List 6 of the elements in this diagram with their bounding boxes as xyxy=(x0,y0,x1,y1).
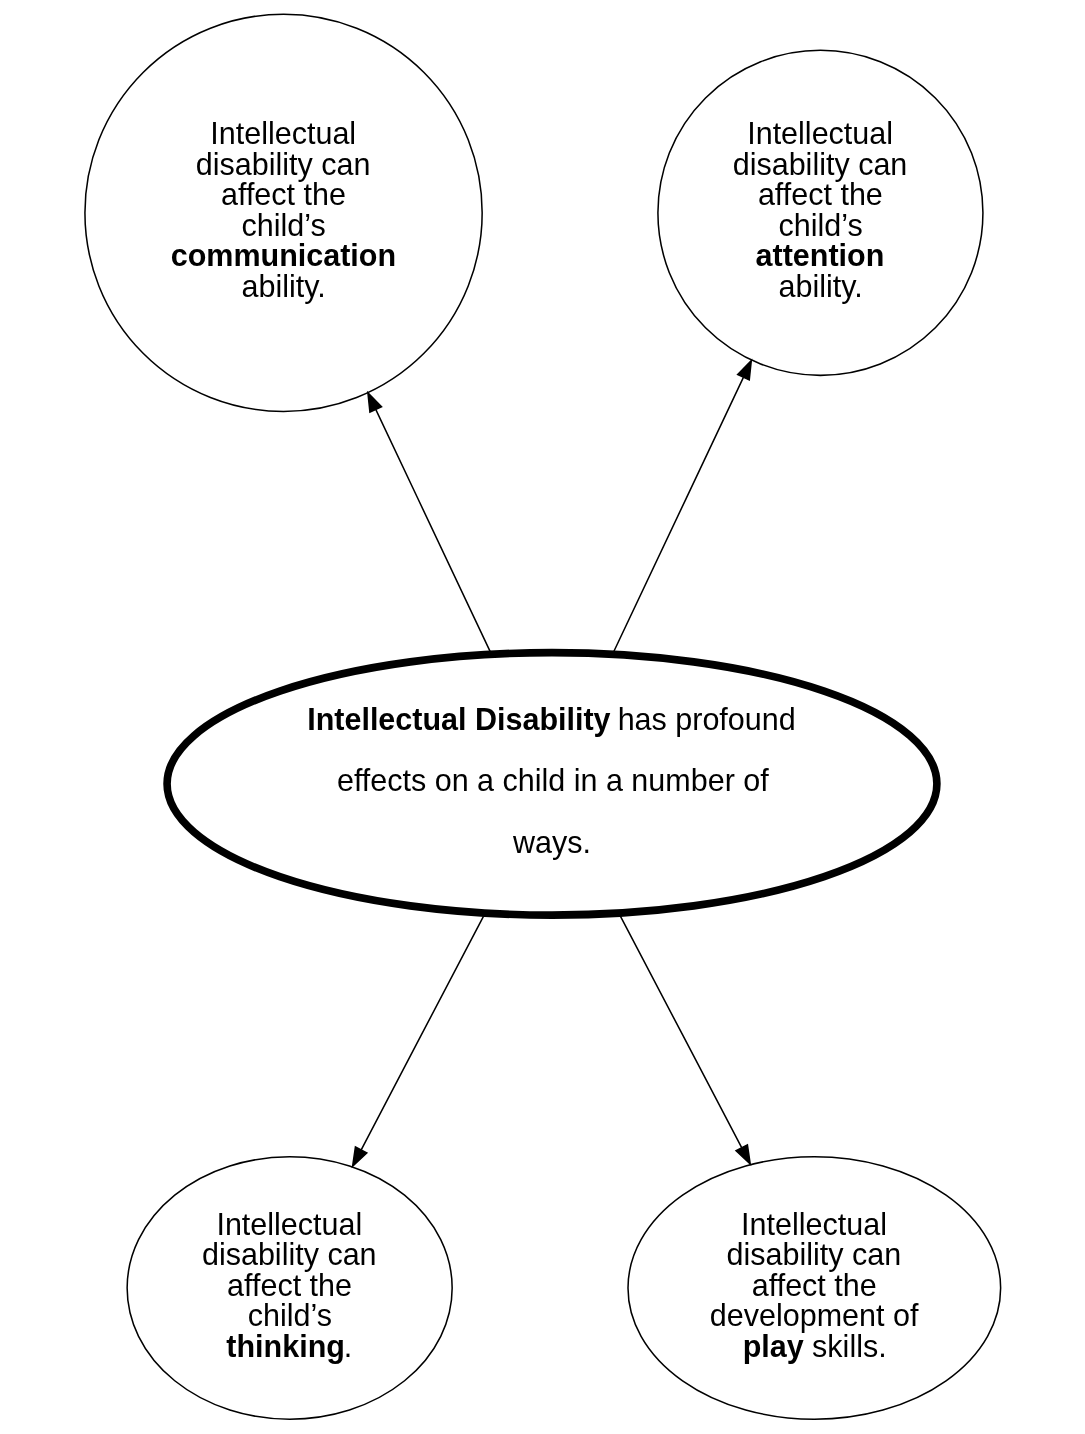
node-ellipse: Intellectual Disability has profound effects on a child in a number of ways. xyxy=(162,648,941,919)
node-ellipse: Intellectual disability can affect the child’s thinking. xyxy=(125,1156,453,1420)
arrow xyxy=(617,913,751,1167)
node-ellipse: Intellectual disability can affect the development of play skills. xyxy=(626,1156,1001,1420)
arrow xyxy=(351,913,486,1169)
node-circle: Intellectual disability can affect the child’s attention ability. xyxy=(656,49,984,377)
